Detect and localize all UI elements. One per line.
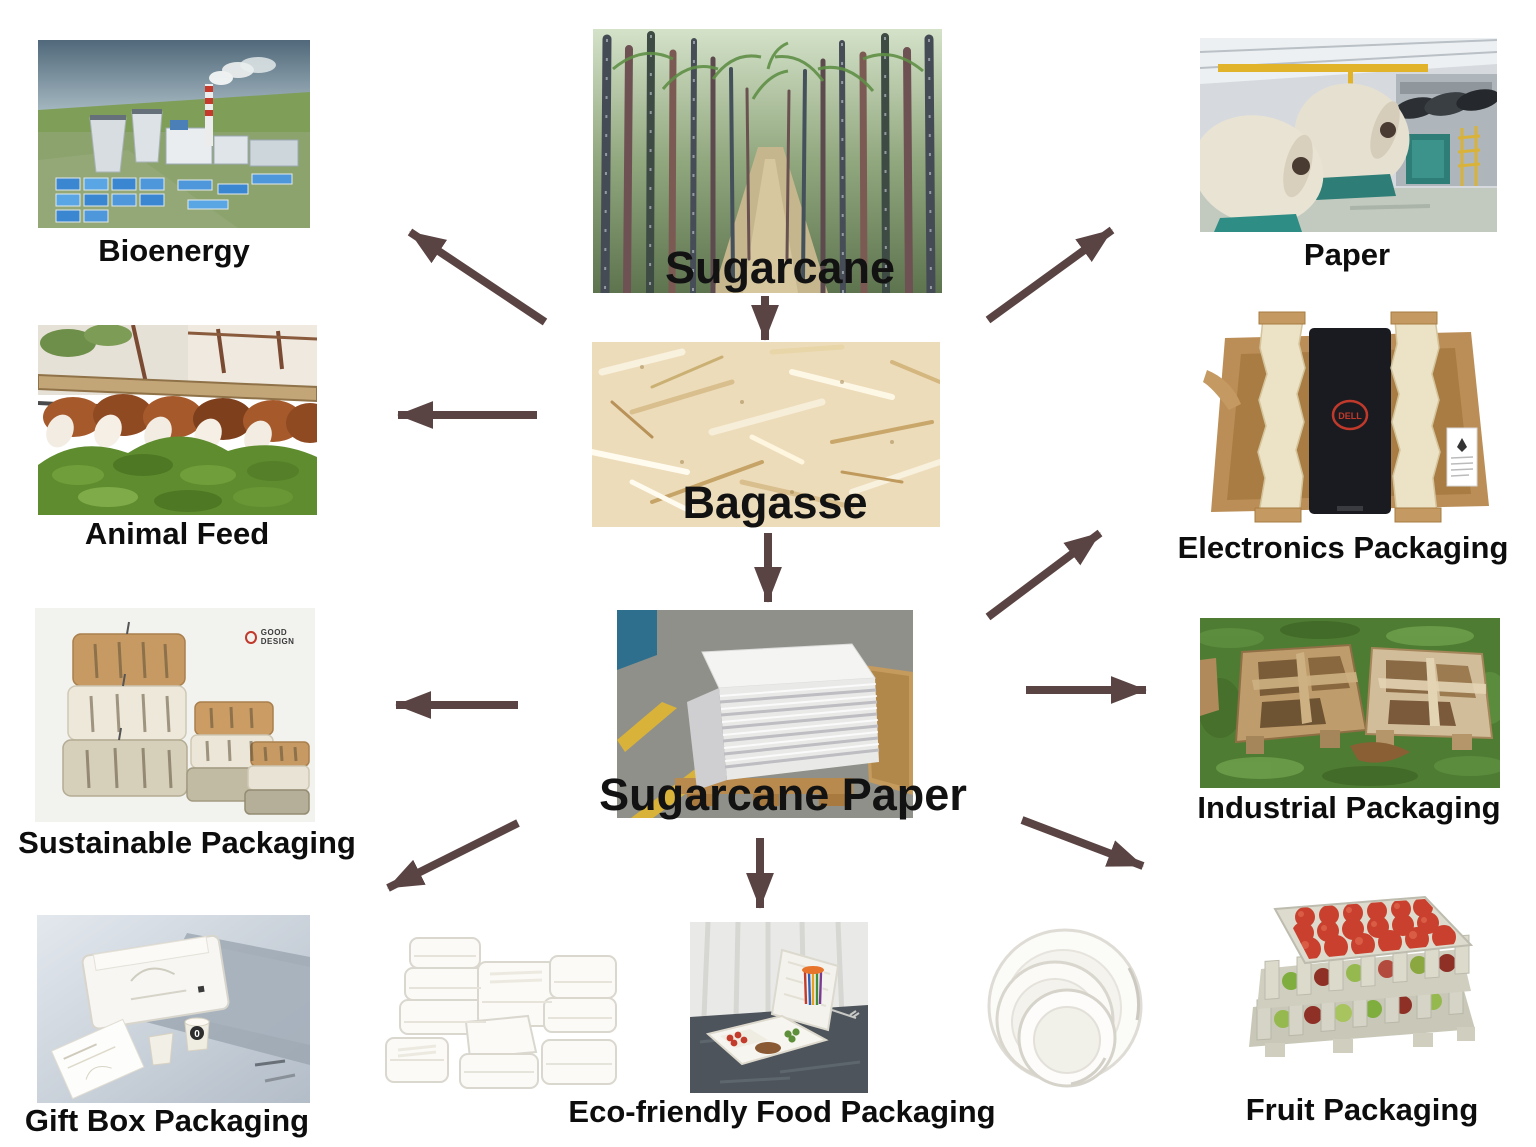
industrial-packaging-label: Industrial Packaging xyxy=(1197,790,1501,825)
bioenergy-label: Bioenergy xyxy=(98,233,250,268)
arrow-sugarcane-to-bioenergy xyxy=(407,228,548,326)
arrow-sugarcane-to-paper xyxy=(985,226,1115,324)
good-design-text: GOOD DESIGN xyxy=(260,628,295,646)
sugarcane-paper-label: Sugarcane Paper xyxy=(599,769,967,820)
paper-mill-photo xyxy=(1200,38,1497,232)
sustainable-packaging-label: Sustainable Packaging xyxy=(18,825,356,860)
industrial-packaging-photo xyxy=(1200,618,1500,788)
svg-text:DELL: DELL xyxy=(1338,411,1362,421)
gift-box-packaging-photo: 0 xyxy=(37,915,310,1103)
plates-photo xyxy=(977,928,1147,1100)
arrow-bagasse-to-electronics xyxy=(985,529,1103,621)
eco-food-packaging-label: Eco-friendly Food Packaging xyxy=(568,1094,996,1129)
arrow-paper-to-fruit xyxy=(1020,816,1145,870)
electronics-packaging-label: Electronics Packaging xyxy=(1177,530,1509,565)
good-design-logo-icon xyxy=(245,630,257,644)
paper-label: Paper xyxy=(1303,237,1391,272)
good-design-badge: GOOD DESIGN xyxy=(245,628,315,646)
animal-feed-label: Animal Feed xyxy=(84,516,270,551)
food-containers-photo xyxy=(378,930,623,1097)
svg-text:0: 0 xyxy=(194,1029,200,1040)
sugarcane-paper-photo xyxy=(617,610,913,818)
arrow-paper-to-giftbox xyxy=(386,819,520,892)
food-clamshell-photo xyxy=(690,922,868,1093)
bioenergy-photo xyxy=(38,40,310,228)
bagasse-photo xyxy=(592,342,940,527)
sugarcane-label: Sugarcane xyxy=(664,242,896,293)
animal-feed-photo xyxy=(38,325,317,515)
bagasse-label: Bagasse xyxy=(682,477,868,528)
sugarcane-field-photo xyxy=(593,29,942,293)
fruit-packaging-label: Fruit Packaging xyxy=(1245,1092,1479,1127)
electronics-packaging-photo: DELL xyxy=(1203,310,1493,530)
gift-box-packaging-label: Gift Box Packaging xyxy=(24,1103,310,1138)
fruit-packaging-photo xyxy=(1213,887,1490,1093)
sustainable-packaging-photo: GOOD DESIGN xyxy=(35,608,315,822)
